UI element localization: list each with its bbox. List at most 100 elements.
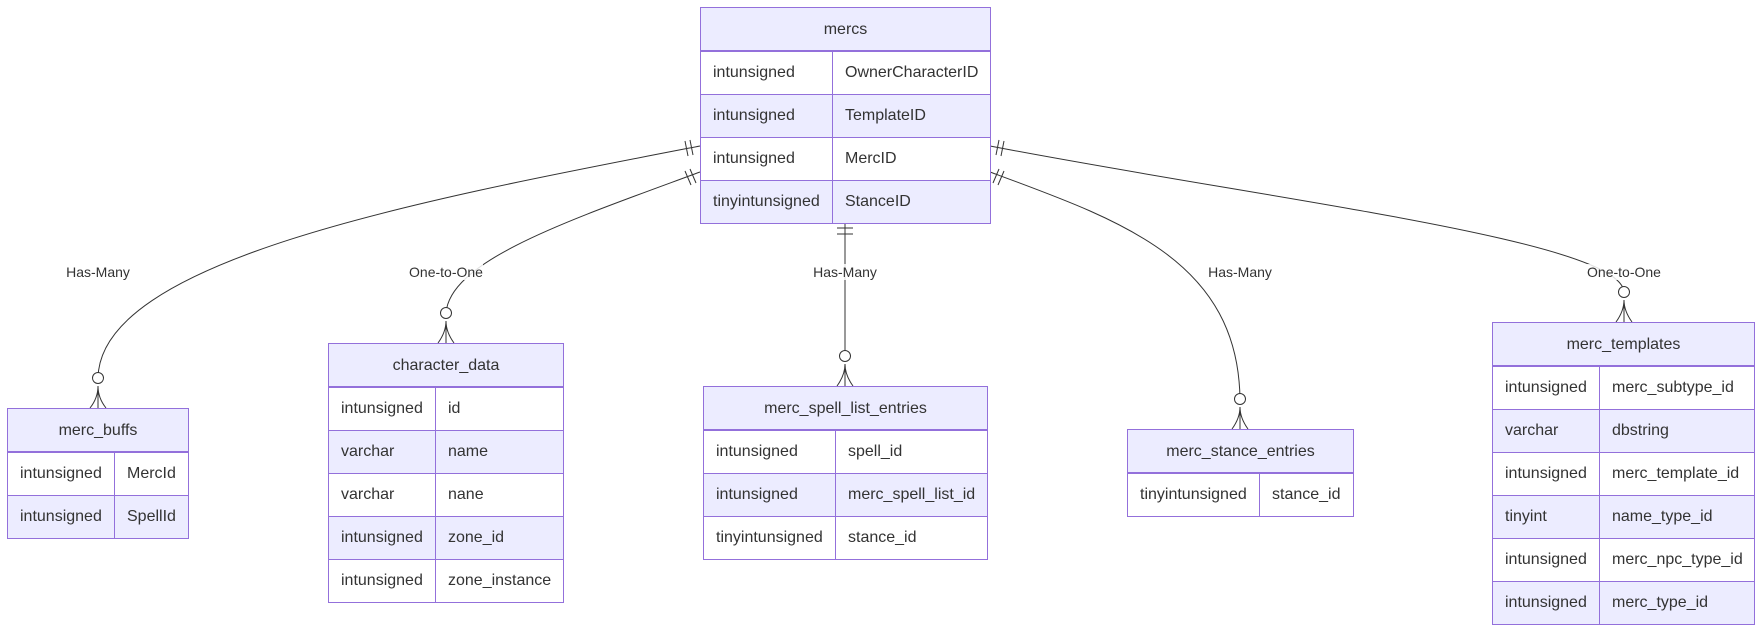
attribute-row: intunsigned id xyxy=(329,387,563,430)
attribute-row: intunsigned OwnerCharacterID xyxy=(701,51,990,94)
attribute-type: intunsigned xyxy=(701,138,833,180)
attribute-row: intunsigned MercId xyxy=(8,452,188,495)
attribute-row: intunsigned MercID xyxy=(701,137,990,180)
attribute-type: intunsigned xyxy=(329,388,436,430)
attribute-type: intunsigned xyxy=(1493,582,1600,624)
attribute-type: tinyintunsigned xyxy=(1128,474,1260,516)
card-one-mark xyxy=(995,139,1000,156)
entity-merc-templates: merc_templates intunsigned merc_subtype_i… xyxy=(1492,322,1755,625)
card-one-mark xyxy=(689,168,697,184)
edge-mercs-merc_stance_entries xyxy=(989,171,1241,400)
attribute-row: intunsigned merc_spell_list_id xyxy=(704,473,987,516)
attribute-name: OwnerCharacterID xyxy=(845,64,979,81)
attribute-type: intunsigned xyxy=(704,431,836,473)
attribute-name: zone_id xyxy=(448,529,505,546)
edge-mercs-merc_buffs xyxy=(97,145,701,379)
entity-merc-buffs: merc_buffs intunsigned MercId intunsigned… xyxy=(7,408,189,539)
relationship-label: One-to-One xyxy=(1587,264,1661,280)
entity-title: merc_templates xyxy=(1493,323,1754,366)
attribute-row: intunsigned merc_template_id xyxy=(1493,452,1754,495)
card-one-mark xyxy=(992,168,1000,184)
attribute-row: varchar dbstring xyxy=(1493,409,1754,452)
entity-merc-stance-entries: merc_stance_entries tinyintunsigned stanc… xyxy=(1127,429,1354,517)
attribute-name: MercId xyxy=(127,465,176,482)
attribute-name: merc_subtype_id xyxy=(1612,379,1734,396)
attribute-row: intunsigned spell_id xyxy=(704,430,987,473)
attribute-name: TemplateID xyxy=(845,107,926,124)
attribute-type: intunsigned xyxy=(8,453,115,495)
attribute-type: tinyint xyxy=(1493,496,1600,538)
attribute-type: varchar xyxy=(329,431,436,473)
attribute-name: spell_id xyxy=(848,443,903,460)
attribute-name: stance_id xyxy=(848,529,917,546)
entity-title: merc_buffs xyxy=(8,409,188,452)
attribute-type: intunsigned xyxy=(329,560,436,602)
attribute-name: zone_instance xyxy=(448,572,552,589)
attribute-row: intunsigned zone_instance xyxy=(329,559,563,602)
attribute-row: intunsigned merc_type_id xyxy=(1493,581,1754,624)
attribute-name: StanceID xyxy=(845,193,911,210)
attribute-name: merc_type_id xyxy=(1612,594,1709,611)
attribute-row: intunsigned merc_subtype_id xyxy=(1493,366,1754,409)
attribute-type: varchar xyxy=(329,474,436,516)
card-one-mark xyxy=(1000,140,1005,157)
attribute-type: tinyintunsigned xyxy=(701,181,833,223)
attribute-type: intunsigned xyxy=(701,95,833,137)
attribute-type: intunsigned xyxy=(1493,453,1600,495)
attribute-row: tinyintunsigned stance_id xyxy=(704,516,987,559)
attribute-type: intunsigned xyxy=(701,52,833,94)
attribute-row: varchar nane xyxy=(329,473,563,516)
attribute-type: tinyintunsigned xyxy=(704,517,836,559)
card-zero-mark xyxy=(1618,286,1630,298)
attribute-type: intunsigned xyxy=(1493,367,1600,409)
attribute-row: tinyintunsigned StanceID xyxy=(701,180,990,223)
attribute-name: stance_id xyxy=(1272,486,1341,503)
attribute-type: intunsigned xyxy=(704,474,836,516)
card-one-mark xyxy=(684,140,689,157)
attribute-name: nane xyxy=(448,486,484,503)
attribute-name: name_type_id xyxy=(1612,508,1713,525)
edge-mercs-character_data xyxy=(445,171,701,314)
attribute-name: dbstring xyxy=(1612,422,1669,439)
card-one-mark xyxy=(689,139,694,156)
attribute-name: merc_template_id xyxy=(1612,465,1740,482)
attribute-name: SpellId xyxy=(127,508,176,525)
edge-mercs-merc_templates xyxy=(989,145,1625,293)
card-many-mark xyxy=(836,363,854,387)
attribute-name: name xyxy=(448,443,489,460)
entity-title: merc_spell_list_entries xyxy=(704,387,987,430)
relationship-label: Has-Many xyxy=(1208,264,1272,280)
entity-character-data: character_data intunsigned id varchar name… xyxy=(328,343,564,603)
card-zero-mark xyxy=(1234,393,1246,405)
attribute-row: intunsigned zone_id xyxy=(329,516,563,559)
card-many-mark xyxy=(1231,406,1249,430)
attribute-type: intunsigned xyxy=(8,496,115,538)
attribute-row: tinyintunsigned stance_id xyxy=(1128,473,1353,516)
attribute-type: intunsigned xyxy=(1493,539,1600,581)
attribute-row: varchar name xyxy=(329,430,563,473)
attribute-name: merc_spell_list_id xyxy=(848,486,976,503)
attribute-name: merc_npc_type_id xyxy=(1612,551,1743,568)
relationship-label: Has-Many xyxy=(66,264,130,280)
attribute-name: id xyxy=(448,400,461,417)
card-many-mark xyxy=(437,320,455,344)
relationship-label: Has-Many xyxy=(813,264,877,280)
attribute-name: MercID xyxy=(845,150,897,167)
entity-merc-spell-list-entries: merc_spell_list_entries intunsigned spell… xyxy=(703,386,988,560)
card-zero-mark xyxy=(839,350,851,362)
entity-title: character_data xyxy=(329,344,563,387)
card-zero-mark xyxy=(440,307,452,319)
card-many-mark xyxy=(1615,299,1633,323)
attribute-row: intunsigned TemplateID xyxy=(701,94,990,137)
relationship-label: One-to-One xyxy=(409,264,483,280)
attribute-type: varchar xyxy=(1493,410,1600,452)
attribute-row: intunsigned merc_npc_type_id xyxy=(1493,538,1754,581)
attribute-type: intunsigned xyxy=(329,517,436,559)
card-one-mark xyxy=(684,170,692,186)
attribute-row: intunsigned SpellId xyxy=(8,495,188,538)
card-many-mark xyxy=(89,385,107,409)
entity-title: merc_stance_entries xyxy=(1128,430,1353,473)
card-one-mark xyxy=(997,170,1005,186)
